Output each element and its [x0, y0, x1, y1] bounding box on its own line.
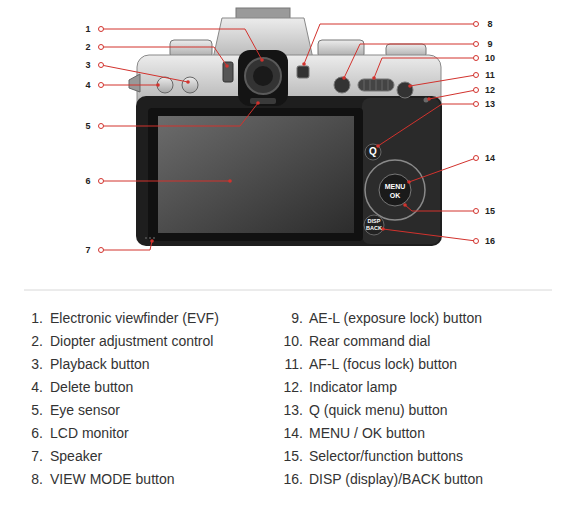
strap-lug [129, 74, 140, 92]
callout-number: 1 [85, 25, 90, 34]
button-label: BACK [366, 226, 382, 232]
q-button [365, 144, 381, 160]
part-name: LCD monitor [50, 426, 129, 440]
lcd-screen [158, 116, 354, 233]
view-mode-button [297, 66, 309, 78]
button-label: Q [369, 147, 377, 157]
part-name: MENU / OK button [309, 426, 425, 440]
list-number: 6. [31, 426, 43, 440]
list-number: 15. [284, 449, 303, 463]
list-number: 11. [285, 357, 303, 371]
list-number: 1. [31, 311, 43, 325]
camera-body [136, 96, 442, 246]
menu-ok-button [379, 174, 411, 206]
list-number: 3. [31, 357, 43, 371]
list-number: 12. [284, 380, 303, 394]
evf-ring [245, 58, 281, 94]
leader-end-dots [150, 58, 431, 243]
evf-glass [253, 66, 273, 86]
list-number: 16. [284, 472, 303, 486]
list-number: 2. [31, 334, 43, 348]
callout-number: 16 [485, 237, 495, 246]
separator-line [24, 290, 552, 291]
eyepiece [238, 50, 288, 106]
callout-number: 3 [85, 61, 90, 70]
button-label: OK [390, 192, 401, 199]
disp-button [364, 215, 384, 235]
list-number: 8. [31, 472, 43, 486]
eye-sensor [250, 98, 276, 104]
callout-number: 13 [485, 100, 495, 109]
leader-start-dots [99, 22, 479, 253]
callout-number: 14 [485, 154, 495, 163]
list-number: 4. [31, 380, 43, 394]
part-name: Delete button [50, 380, 133, 394]
part-name: Eye sensor [50, 403, 120, 417]
list-number: 13. [284, 403, 303, 417]
speaker-holes [145, 237, 155, 239]
ael-button [334, 77, 350, 93]
part-name: AF-L (focus lock) button [309, 357, 457, 371]
callout-number: 10 [485, 54, 495, 63]
part-name: Selector/function buttons [309, 449, 463, 463]
part-name: Rear command dial [309, 334, 430, 348]
callout-number: 7 [85, 246, 90, 255]
part-name: Q (quick menu) button [309, 403, 448, 417]
list-number: 10. [284, 334, 303, 348]
diopter [223, 62, 233, 82]
list-number: 14. [284, 426, 303, 440]
part-name: Indicator lamp [309, 380, 397, 394]
leader-lines [101, 24, 476, 250]
callout-number: 6 [85, 177, 90, 186]
delete-button [157, 77, 173, 93]
list-number: 7. [31, 449, 43, 463]
playback-button [182, 77, 198, 93]
list-number: 5. [31, 403, 43, 417]
callout-number: 8 [487, 20, 492, 29]
callout-number: 2 [85, 43, 90, 52]
part-name: Speaker [50, 449, 102, 463]
dial-ridges [364, 80, 388, 90]
part-name: VIEW MODE button [50, 472, 174, 486]
callout-number: 5 [85, 122, 90, 131]
callout-number: 12 [485, 86, 495, 95]
callout-number: 11 [485, 71, 495, 80]
part-name: Electronic viewfinder (EVF) [50, 311, 219, 325]
button-label: DISP [368, 219, 381, 225]
part-name: DISP (display)/BACK button [309, 472, 483, 486]
button-label: MENU [385, 183, 406, 190]
callout-number: 4 [85, 81, 90, 90]
part-name: Playback button [50, 357, 150, 371]
callout-number: 15 [485, 207, 495, 216]
lcd-frame [148, 108, 363, 241]
grip-leather [362, 98, 440, 244]
callout-number: 9 [487, 40, 492, 49]
list-number: 9. [291, 311, 303, 325]
rear-dial [358, 79, 394, 91]
part-name: Diopter adjustment control [50, 334, 213, 348]
afl-button [397, 82, 413, 98]
part-name: AE-L (exposure lock) button [309, 311, 482, 325]
